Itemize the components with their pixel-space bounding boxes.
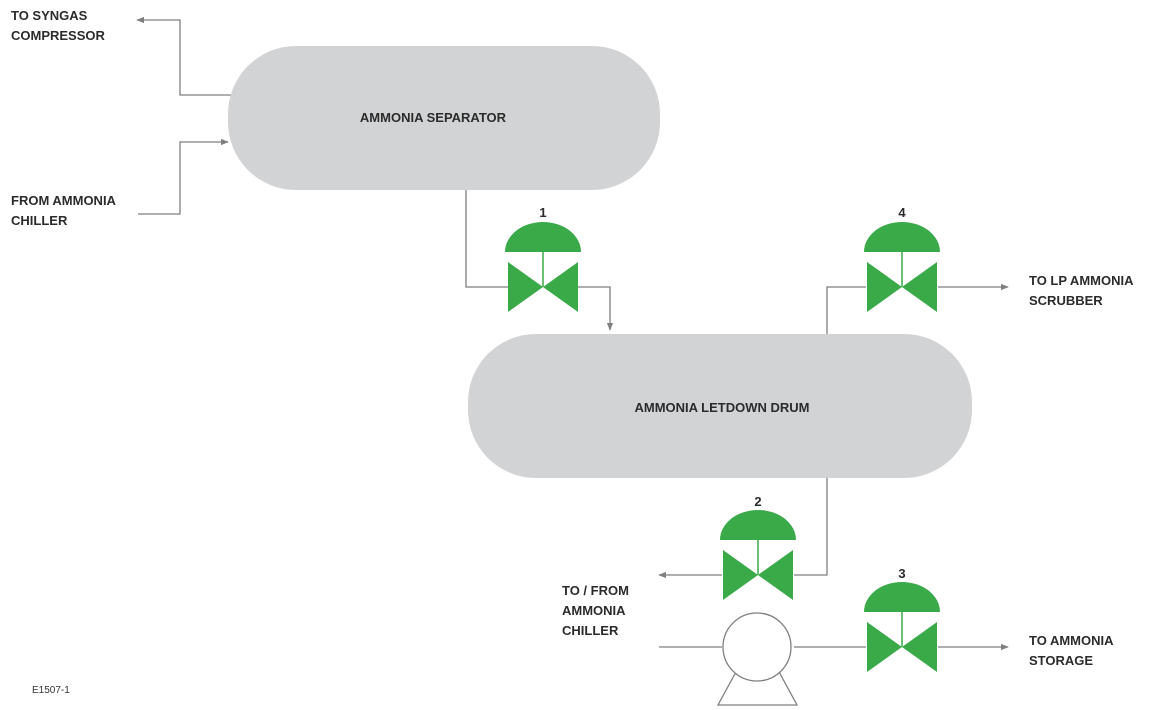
- to-from-ammonia-chiller-label-line2: AMMONIA: [562, 603, 626, 618]
- to-from-ammonia-chiller-label-line1: TO / FROM: [562, 583, 629, 598]
- control-valve-3: 3: [864, 566, 940, 672]
- valve-4-number: 4: [898, 205, 906, 220]
- ammonia-separator-vessel: AMMONIA SEPARATOR: [228, 46, 660, 190]
- to-ammonia-storage-label-line2: STORAGE: [1029, 653, 1093, 668]
- pipe-from-ammonia-chiller: [138, 138, 229, 215]
- valve-1-body-right: [543, 262, 578, 312]
- control-valve-1: 1: [505, 205, 581, 312]
- control-valve-4: 4: [864, 205, 940, 312]
- from-ammonia-chiller-label-line1: FROM AMMONIA: [11, 193, 117, 208]
- valve-2-body-left: [723, 550, 758, 600]
- to-syngas-compressor-label-line1: TO SYNGAS: [11, 8, 88, 23]
- valve-3-actuator: [864, 582, 940, 612]
- control-valve-2: 2: [720, 494, 796, 600]
- ammonia-separator-label: AMMONIA SEPARATOR: [360, 110, 507, 125]
- valve-1-body-left: [508, 262, 543, 312]
- ammonia-letdown-drum-vessel: AMMONIA LETDOWN DRUM: [468, 334, 972, 478]
- to-lp-ammonia-scrubber-label-line1: TO LP AMMONIA: [1029, 273, 1134, 288]
- pipe-separator-to-valve-1: [465, 190, 508, 288]
- valve-3-body-right: [902, 622, 937, 672]
- valve-4-actuator: [864, 222, 940, 252]
- to-syngas-compressor-label-line2: COMPRESSOR: [11, 28, 106, 43]
- valve-2-number: 2: [754, 494, 761, 509]
- valve-2-body-right: [758, 550, 793, 600]
- valve-3-body-left: [867, 622, 902, 672]
- pump-icon: [716, 612, 799, 706]
- pipe-valve-1-to-letdown-drum: [578, 286, 614, 331]
- valve-1-actuator: [505, 222, 581, 252]
- ammonia-letdown-drum-label: AMMONIA LETDOWN DRUM: [635, 400, 810, 415]
- figure-id: E1507-1: [32, 685, 70, 696]
- valve-1-number: 1: [539, 205, 546, 220]
- valve-4-body-left: [867, 262, 902, 312]
- valve-3-number: 3: [898, 566, 905, 581]
- pipe-drum-to-valve-2: [794, 478, 828, 576]
- to-lp-ammonia-scrubber-label-line2: SCRUBBER: [1029, 293, 1103, 308]
- pipe-drum-to-valve-4: [826, 286, 866, 336]
- from-ammonia-chiller-label-line2: CHILLER: [11, 213, 68, 228]
- pipe-to-syngas-compressor: [136, 16, 232, 96]
- valve-4-body-right: [902, 262, 937, 312]
- valve-2-actuator: [720, 510, 796, 540]
- to-from-ammonia-chiller-label-line3: CHILLER: [562, 623, 619, 638]
- to-ammonia-storage-label-line1: TO AMMONIA: [1029, 633, 1114, 648]
